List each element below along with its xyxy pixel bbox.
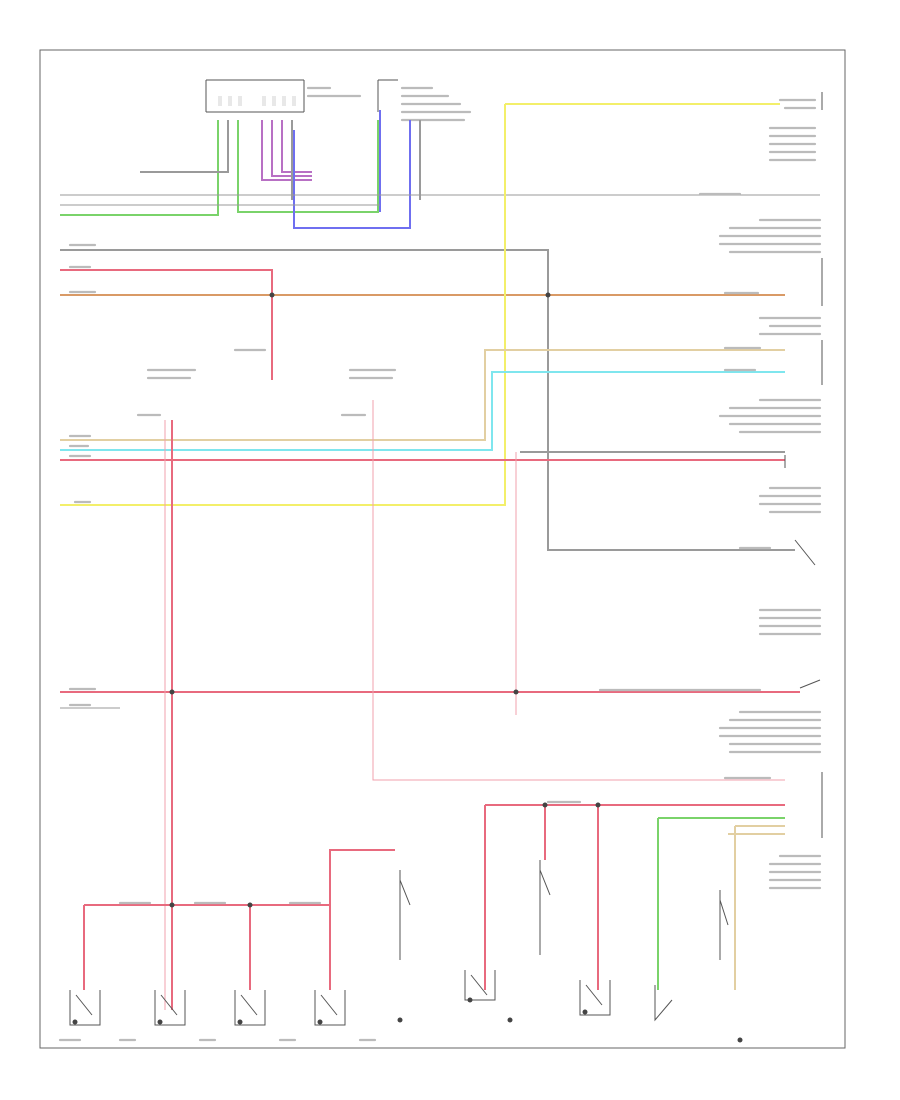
right-component-labels: [718, 98, 822, 890]
bottom-switches: [69, 860, 743, 1043]
connector-block-left: [205, 79, 362, 113]
wire-tags: [58, 192, 772, 1042]
connector-block-right: [377, 79, 472, 122]
wires-top-bus: [60, 103, 820, 551]
wires-middle: [60, 400, 800, 1010]
right-connectors: [784, 92, 823, 838]
diagram-frame: [39, 49, 846, 1049]
wires-connector-left: [60, 110, 421, 229]
wires-lower-bus: [83, 804, 785, 990]
junction-dots: [169, 292, 601, 908]
